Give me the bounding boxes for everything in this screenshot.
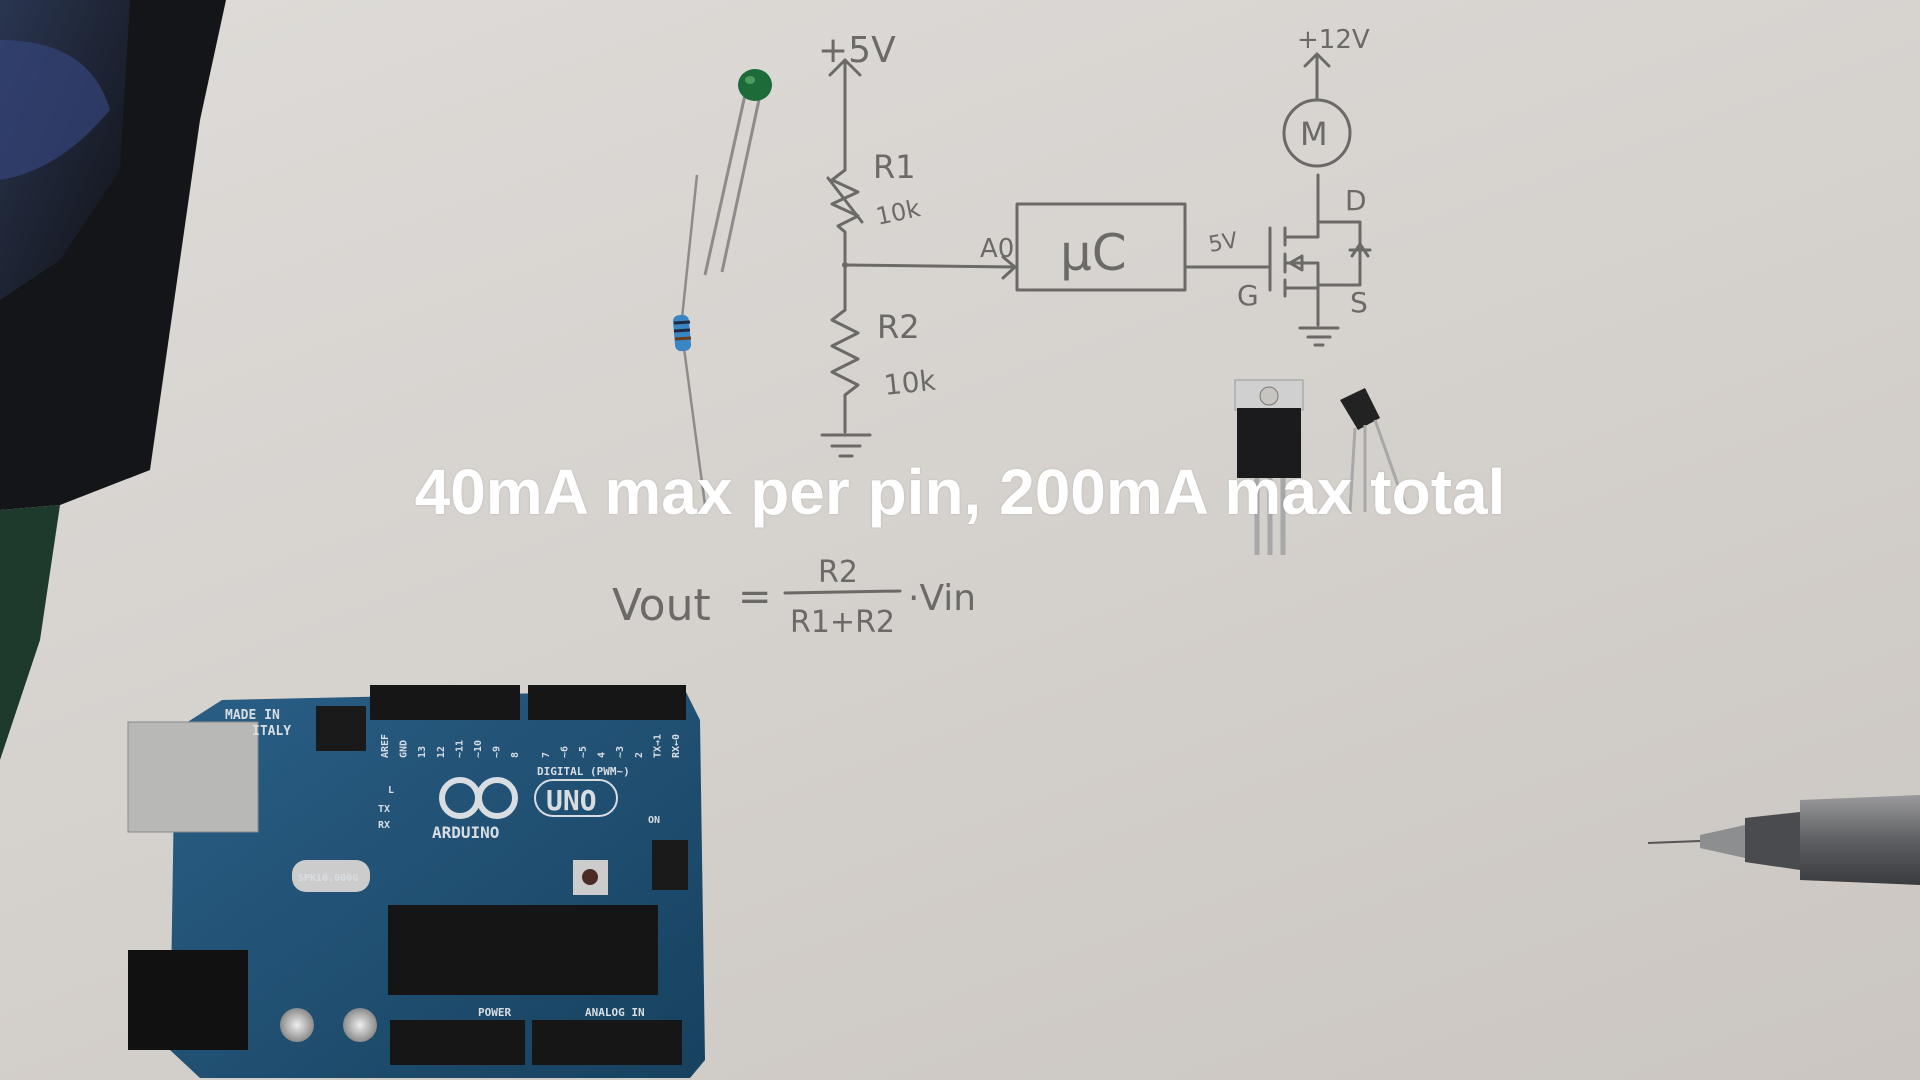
pin-label: 8 <box>510 752 521 758</box>
model-label: UNO <box>546 784 597 817</box>
thermistor <box>703 69 772 276</box>
video-caption: 40mA max per pin, 200mA max total <box>414 456 1506 528</box>
pin-label: 4 <box>597 752 608 758</box>
microcontroller-block: μC <box>1015 202 1187 292</box>
formula-factor: ·Vin <box>908 578 976 619</box>
mcu-label: μC <box>1060 224 1127 282</box>
circuit-schematic: +5V R1 10k R2 10k A0 μC 5V D G S <box>818 25 1372 458</box>
formula-denominator: R1+R2 <box>790 605 895 640</box>
formula-lhs: Vout <box>612 580 711 631</box>
rx-led-label: RX <box>378 820 390 831</box>
ground-symbol <box>820 433 872 458</box>
voltage-divider-formula: Vout = R2 R1+R2 ·Vin <box>612 555 976 640</box>
r2-value: 10k <box>882 364 938 402</box>
pin-label: ~9 <box>492 746 503 758</box>
formula-numerator: R2 <box>818 555 858 590</box>
made-in-label: MADE IN <box>225 708 280 723</box>
pin-label: 12 <box>436 746 447 758</box>
digital-header-left <box>370 685 520 720</box>
mosfet-driver: 5V D G S M +12V <box>1185 25 1372 347</box>
pin-label: ~6 <box>559 746 570 758</box>
resistor-symbol-r2 <box>830 308 860 434</box>
pin-label: 13 <box>417 746 428 758</box>
power-header-label: POWER <box>478 1006 511 1019</box>
supply-arrow-12v <box>1303 52 1331 102</box>
r1-label: R1 <box>873 148 916 186</box>
cutting-mat <box>0 505 60 760</box>
transistor-to92 <box>1340 388 1407 513</box>
pin-label: ~11 <box>454 740 465 758</box>
formula-equals: = <box>738 574 772 620</box>
capacitor <box>280 1008 314 1042</box>
digital-header-right <box>528 685 686 720</box>
thermistor-symbol-r1 <box>830 168 860 312</box>
gate-label: G <box>1237 279 1259 312</box>
r2-label: R2 <box>877 308 920 346</box>
on-led-label: ON <box>648 815 660 826</box>
source-label: S <box>1350 286 1368 319</box>
arduino-uno-board: SPK16.000G MADE IN ITALY UNO ARDUINO DIG… <box>127 685 705 1078</box>
atmega-chip <box>388 905 658 995</box>
analog-header-label: ANALOG IN <box>585 1006 645 1019</box>
pc-fan <box>0 0 226 510</box>
tx-led-label: TX <box>378 804 390 815</box>
mosfet-to220 <box>1234 379 1304 555</box>
supply-arrow-5v <box>828 58 862 172</box>
adc-pin-label: A0 <box>980 234 1014 264</box>
r1-value: 10k <box>873 194 922 231</box>
supply-12v-label: +12V <box>1297 25 1370 55</box>
mcu-box <box>1015 202 1187 292</box>
motor-label: M <box>1300 115 1328 153</box>
crystal-label: SPK16.000G <box>298 873 358 884</box>
signal-wire <box>843 255 1017 280</box>
usb-b-port <box>127 721 259 833</box>
icsp-header-2 <box>652 840 688 890</box>
dc-jack <box>128 950 248 1050</box>
icsp-header <box>316 706 366 751</box>
thermistor-slash <box>826 176 864 224</box>
analog-header <box>532 1020 682 1065</box>
mosfet-symbol <box>1268 173 1372 327</box>
supply-5v-label: +5V <box>818 30 896 71</box>
pin-label: GND <box>399 740 410 758</box>
voltage-divider: +5V R1 10k R2 10k A0 <box>818 30 1017 458</box>
italy-label: ITALY <box>252 724 291 739</box>
pin-label: 7 <box>541 752 552 758</box>
pin-label: RX←0 <box>671 734 682 758</box>
pin-label: 2 <box>634 752 645 758</box>
resistor-component <box>672 174 707 506</box>
gate-voltage-label: 5V <box>1207 228 1240 258</box>
capacitor <box>343 1008 377 1042</box>
arduino-logo <box>439 777 618 819</box>
l-led-label: L <box>388 785 394 796</box>
digital-pin-labels: AREF GND 13 12 ~11 ~10 ~9 8 7 ~6 ~5 4 ~3 2 TX→1 RX←0 <box>380 734 682 758</box>
mechanical-pencil <box>1647 795 1920 885</box>
brand-label: ARDUINO <box>432 823 499 842</box>
fraction-bar <box>783 589 902 595</box>
pin-label: ~5 <box>578 746 589 758</box>
digital-header-label: DIGITAL (PWM~) <box>537 765 630 778</box>
pin-label: TX→1 <box>652 734 663 758</box>
power-header <box>390 1020 525 1065</box>
pin-label: ~10 <box>473 740 484 758</box>
pin-label: AREF <box>380 734 391 758</box>
ground-symbol-2 <box>1298 326 1340 347</box>
drain-label: D <box>1345 184 1367 217</box>
crystal <box>292 860 370 892</box>
pin-label: ~3 <box>615 746 626 758</box>
